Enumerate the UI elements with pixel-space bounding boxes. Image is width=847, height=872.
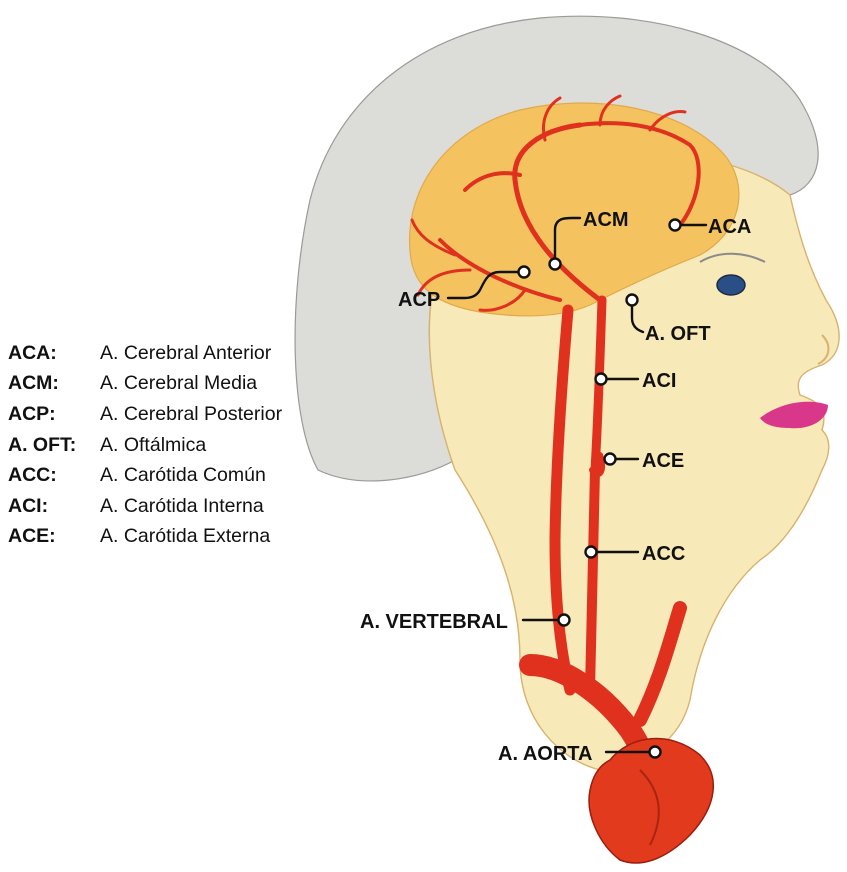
acm-label: ACM <box>583 209 629 231</box>
aca-label: ACA <box>708 216 751 238</box>
legend-desc: A. Carótida Común <box>100 464 266 487</box>
oft-label: A. OFT <box>645 323 711 345</box>
legend-desc: A. Carótida Externa <box>100 525 270 548</box>
legend-desc: A. Cerebral Anterior <box>100 342 271 365</box>
aorta-label: A. AORTA <box>498 743 592 765</box>
legend-row-aci: ACI: A. Carótida Interna <box>8 491 328 522</box>
legend-abbr: ACC: <box>8 464 100 487</box>
ace-label: ACE <box>642 450 684 472</box>
legend-desc: A. Cerebral Posterior <box>100 403 282 426</box>
legend-abbr: ACE: <box>8 525 100 548</box>
acc-label: ACC <box>642 543 685 565</box>
legend-abbr: ACM: <box>8 372 100 395</box>
legend-row-aca: ACA: A. Cerebral Anterior <box>8 338 328 369</box>
legend-row-oft: A. OFT: A. Oftálmica <box>8 430 328 461</box>
legend-abbr: A. OFT: <box>8 434 100 457</box>
legend-row-acc: ACC: A. Carótida Común <box>8 460 328 491</box>
acp-label: ACP <box>398 289 440 311</box>
legend-row-ace: ACE: A. Carótida Externa <box>8 522 328 553</box>
legend-abbr: ACI: <box>8 495 100 518</box>
legend-desc: A. Oftálmica <box>100 434 206 457</box>
eye <box>717 275 745 295</box>
legend-abbr: ACA: <box>8 342 100 365</box>
legend-row-acm: ACM: A. Cerebral Media <box>8 369 328 400</box>
legend-desc: A. Cerebral Media <box>100 372 257 395</box>
legend-desc: A. Carótida Interna <box>100 495 264 518</box>
vertebral-label: A. VERTEBRAL <box>360 611 508 633</box>
legend: ACA: A. Cerebral Anterior ACM: A. Cerebr… <box>8 338 328 552</box>
aci-label: ACI <box>642 370 676 392</box>
legend-row-acp: ACP: A. Cerebral Posterior <box>8 399 328 430</box>
legend-abbr: ACP: <box>8 403 100 426</box>
